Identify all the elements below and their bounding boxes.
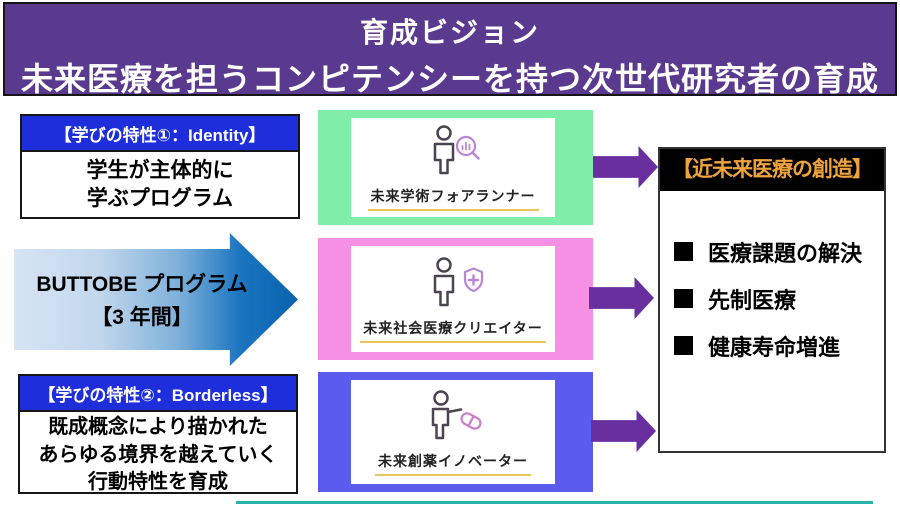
feature-body-line: 学生が主体的に — [86, 159, 234, 182]
slide-title-banner: 育成ビジョン 未来医療を担うコンピテンシーを持つ次世代研究者の育成 — [3, 2, 897, 97]
program-name: BUTTOBE プログラム — [36, 273, 248, 296]
outcome-item-label: 医療課題の解決 — [708, 240, 863, 266]
card-academic-forerunner: 未来学術フォアランナー — [318, 110, 593, 225]
feature-body-line: 学ぶプログラム — [86, 187, 234, 211]
person-medical-shield-icon — [418, 256, 488, 313]
bullet-square-icon — [674, 336, 693, 355]
program-arrow — [14, 233, 298, 366]
card-inner-panel: 未来学術フォアランナー — [351, 118, 555, 217]
title-line-1: 育成ビジョン — [359, 17, 540, 48]
card-inner-panel: 未来社会医療クリエイター — [351, 246, 555, 352]
outcome-body: 医療課題の解決 先制医療 健康寿命増進 — [660, 191, 884, 369]
card-label: 未来学術フォアランナー — [367, 186, 539, 211]
feature-body-line: 行動特性を育成 — [88, 471, 228, 494]
bullet-square-icon — [674, 289, 693, 308]
card-drug-innovator: 未来創薬イノベーター — [318, 372, 593, 492]
feature-box-borderless: 【学びの特性②：Borderless】 既成概念により描かれた あらゆる境界を越… — [18, 374, 298, 494]
outcome-item-label: 先制医療 — [708, 287, 797, 313]
card-social-medicine-creator: 未来社会医療クリエイター — [318, 238, 593, 360]
feature-box-identity: 【学びの特性①：Identity】 学生が主体的に 学ぶプログラム — [20, 114, 300, 219]
bottom-accent-rule — [236, 501, 873, 504]
outcome-item: 健康寿命増進 — [674, 322, 884, 369]
flow-arrow-top — [593, 146, 658, 188]
title-line-2: 未来医療を担うコンピテンシーを持つ次世代研究者の育成 — [20, 61, 879, 97]
outcome-item-label: 健康寿命増進 — [708, 334, 841, 360]
person-research-magnifier-icon — [418, 124, 488, 181]
flow-arrow-bottom — [591, 410, 656, 452]
person-drug-capsule-icon — [418, 389, 488, 446]
feature-borderless-body: 既成概念により描かれた あらゆる境界を越えていく 行動特性を育成 — [20, 412, 296, 497]
feature-borderless-header: 【学びの特性②：Borderless】 — [20, 376, 296, 412]
card-label: 未来創薬イノベーター — [375, 451, 531, 476]
card-inner-panel: 未来創薬イノベーター — [351, 380, 555, 484]
program-arrow-label: BUTTOBE プログラム 【3 年間】 — [28, 269, 256, 334]
program-duration: 【3 年間】 — [91, 305, 193, 329]
outcome-item: 医療課題の解決 — [674, 228, 884, 275]
outcome-box: 【近未来医療の創造】 医療課題の解決 先制医療 健康寿命増進 — [658, 147, 886, 453]
outcome-item: 先制医療 — [674, 275, 884, 322]
bullet-square-icon — [674, 242, 693, 261]
feature-body-line: 既成概念により描かれた — [48, 416, 268, 438]
feature-identity-header: 【学びの特性①：Identity】 — [22, 116, 298, 152]
outcome-header: 【近未来医療の創造】 — [660, 149, 884, 191]
card-label: 未来社会医療クリエイター — [360, 318, 546, 343]
feature-identity-body: 学生が主体的に 学ぶプログラム — [22, 152, 298, 214]
flow-arrow-middle — [589, 277, 654, 319]
feature-body-line: あらゆる境界を越えていく — [38, 443, 278, 466]
